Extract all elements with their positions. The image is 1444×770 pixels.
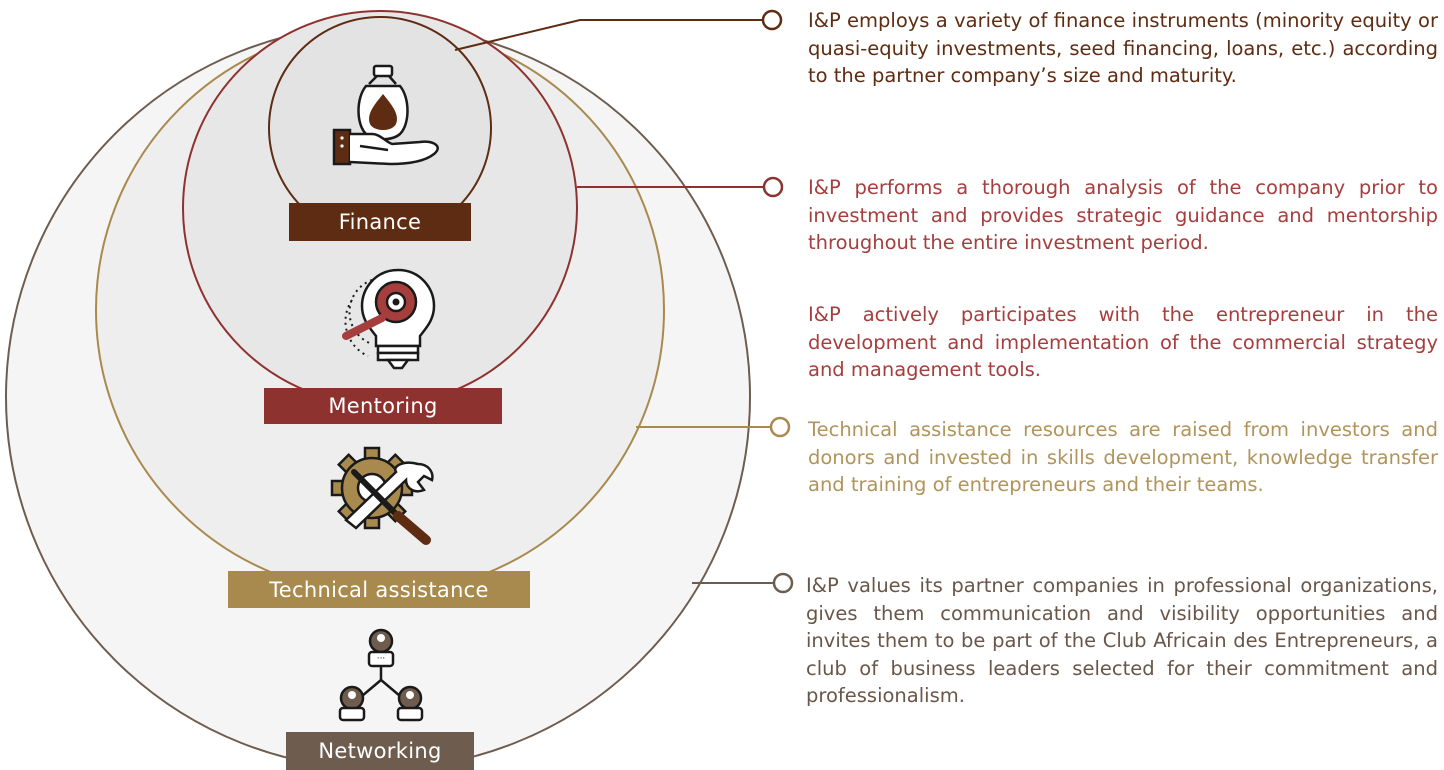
mentoring-description-2: I&P actively participates with the entre…	[808, 303, 1438, 381]
networking-bullet	[772, 572, 794, 594]
money-bag-hand-icon	[332, 64, 439, 166]
mentoring-description-1: I&P performs a thorough analysis of the …	[808, 176, 1438, 254]
finance-description: I&P employs a variety of finance instrum…	[808, 9, 1438, 87]
lightbulb-magnifier-icon	[342, 268, 436, 370]
people-network-icon: ···	[338, 628, 424, 722]
technical-assistance-label: Technical assistance	[228, 571, 530, 608]
svg-text:···: ···	[377, 654, 386, 664]
gear-wrench-screwdriver-icon	[330, 446, 434, 545]
networking-description: I&P values its partner companies in prof…	[806, 574, 1438, 707]
mentoring-label: Mentoring	[264, 388, 502, 424]
finance-label: Finance	[289, 203, 471, 241]
networking-label: Networking	[286, 732, 474, 770]
finance-connector	[454, 19, 762, 51]
finance-bullet	[761, 9, 783, 31]
technical-bullet	[769, 416, 791, 438]
technical-assistance-description: Technical assistance resources are raise…	[808, 418, 1438, 496]
mentoring-bullet	[762, 176, 784, 198]
